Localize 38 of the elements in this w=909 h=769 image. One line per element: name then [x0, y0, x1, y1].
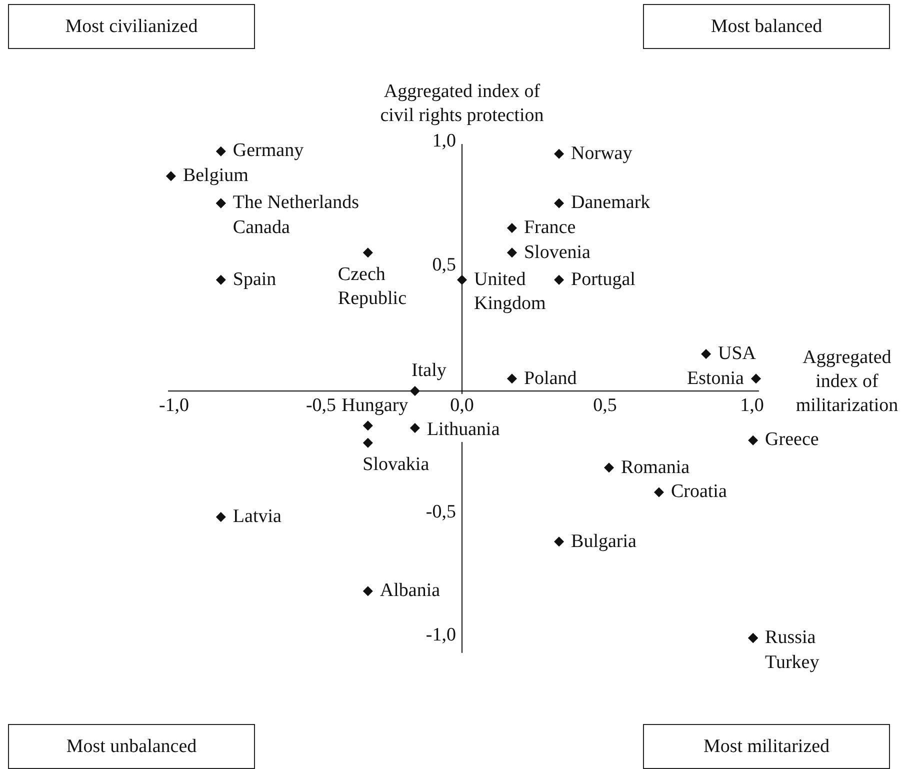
point-label: Albania	[380, 579, 440, 604]
point-label: Bulgaria	[571, 530, 636, 554]
point-label: Poland	[524, 366, 577, 391]
y-tick-label: -0,5	[426, 500, 456, 524]
point-label: Germany	[232, 139, 304, 164]
x-tick-label: -1,0	[158, 394, 190, 418]
x-axis-title: Aggregated index of militarization	[794, 346, 900, 418]
point-label: Portugal	[571, 268, 636, 292]
point-label: USA	[718, 342, 756, 366]
point-label: Danemark	[571, 191, 650, 216]
point-label: Italy	[412, 359, 446, 383]
point-label: Croatia	[670, 480, 727, 504]
x-tick-label: 1,0	[740, 394, 764, 418]
point-label: Czech Republic	[338, 262, 408, 311]
point-label: Belgium	[182, 164, 248, 188]
point-label: Greece	[765, 428, 819, 452]
point-label: Hungary	[342, 394, 408, 418]
x-tick-label: -0,5	[306, 394, 336, 418]
y-tick-label: 0,5	[432, 253, 456, 278]
point-label: Turkey	[765, 651, 820, 675]
y-axis-title: Aggregated index of civil rights protection	[379, 80, 545, 128]
point-label: Canada	[232, 216, 290, 240]
point-label: Lithuania	[426, 418, 500, 442]
y-tick-label: 1,0	[432, 130, 456, 154]
x-tick-label: 0,0	[450, 394, 474, 418]
point-label: Estonia	[687, 366, 744, 391]
x-tick-label: 0,5	[593, 394, 617, 418]
point-label: The Netherlands	[232, 191, 359, 216]
point-label: Norway	[571, 142, 632, 166]
point-label: Romania	[621, 456, 690, 480]
point-label: Russia	[765, 626, 816, 650]
point-label: France	[524, 216, 576, 240]
point-label: United Kingdom	[474, 268, 547, 316]
y-tick-label: -1,0	[426, 624, 456, 648]
point-label: Slovakia	[362, 452, 430, 477]
point-label: Latvia	[232, 504, 282, 529]
point-label: Slovenia	[524, 240, 590, 265]
point-label: Spain	[232, 268, 276, 292]
